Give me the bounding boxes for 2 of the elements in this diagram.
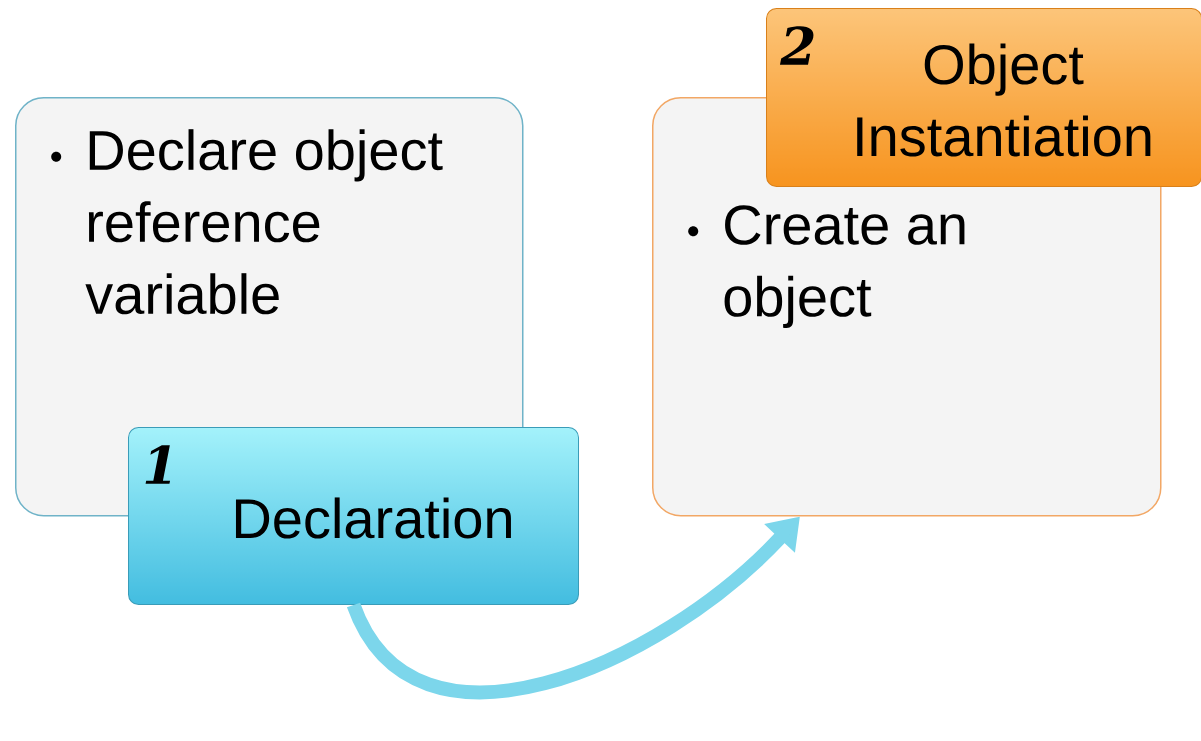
step-tab: 1 Declaration	[128, 427, 579, 605]
step-tab: 2 Object Instantiation	[766, 8, 1201, 187]
